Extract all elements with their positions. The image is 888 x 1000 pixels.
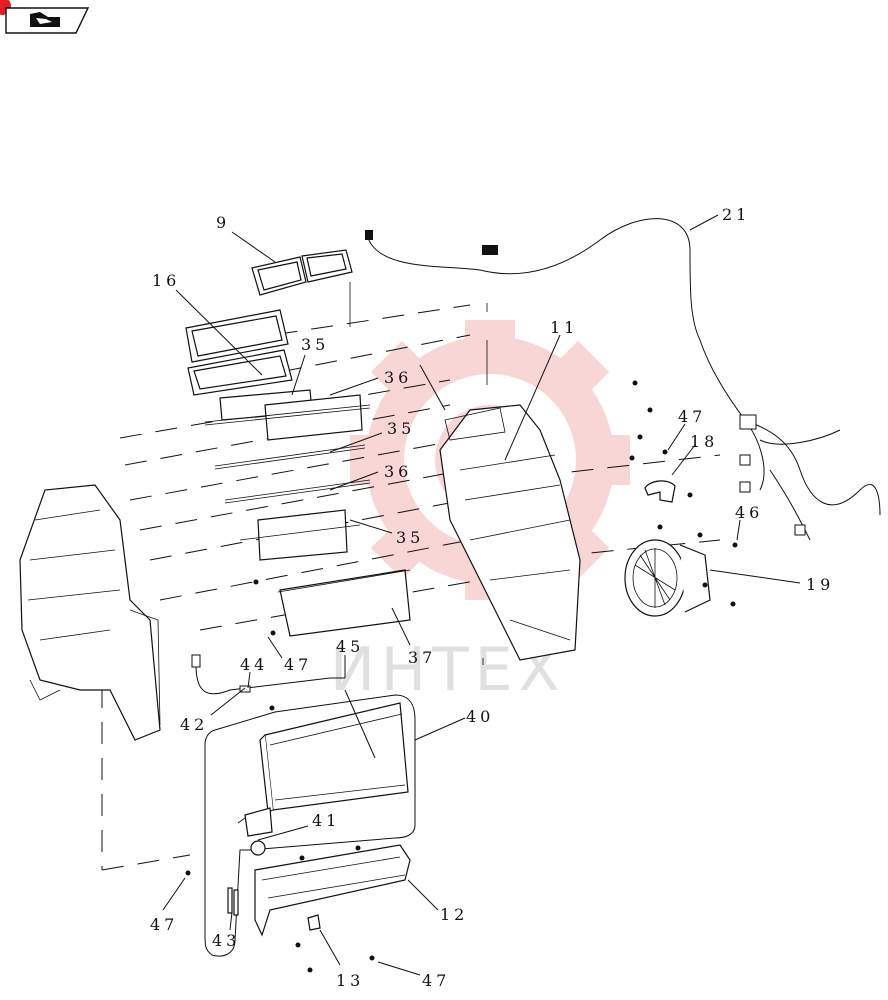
pins-part-43[interactable]	[227, 887, 239, 916]
callout-12: 12	[440, 905, 468, 924]
door-flaps-stack[interactable]	[204, 389, 411, 637]
callout-47: 47	[678, 407, 706, 426]
callout-47: 47	[284, 655, 312, 674]
harness-connector	[482, 245, 498, 255]
callout-45: 45	[336, 637, 364, 656]
callout-46: 46	[735, 503, 763, 522]
vent-frame-part-9[interactable]	[251, 249, 353, 296]
callout-13: 13	[336, 971, 364, 990]
callout-21: 21	[722, 205, 750, 224]
callout-35: 35	[396, 528, 424, 547]
callout-19: 19	[806, 575, 834, 594]
harness-connector	[794, 524, 806, 536]
callout-11: 11	[550, 318, 578, 337]
callout-37: 37	[408, 648, 436, 667]
callout-47: 47	[150, 915, 178, 934]
callout-44: 44	[240, 655, 268, 674]
callout-40: 40	[466, 707, 494, 726]
harness-connector	[739, 414, 757, 430]
nav-badge[interactable]	[0, 0, 92, 36]
hvac-housing-left[interactable]	[19, 484, 161, 741]
page-flip-icon	[30, 12, 60, 27]
temperature-sensor-part-42[interactable]	[191, 654, 345, 695]
callout-42: 42	[180, 715, 208, 734]
drain-pan-part-12[interactable]	[254, 844, 411, 937]
callout-36: 36	[384, 368, 412, 387]
clip-part-13[interactable]	[307, 914, 321, 931]
callout-labels: 9 16 35 36 35 36 35 37 47 11 21 47 18 46…	[150, 205, 834, 990]
callout-43: 43	[212, 931, 240, 950]
callout-16: 16	[152, 271, 180, 290]
fastener-screws	[185, 380, 738, 973]
harness-connector	[739, 481, 751, 493]
callout-35: 35	[387, 419, 415, 438]
callout-36: 36	[384, 462, 412, 481]
wiring-harness-part-21[interactable]	[365, 218, 881, 541]
vent-frame-part-16[interactable]	[185, 309, 293, 396]
callout-47: 47	[422, 971, 450, 990]
callout-35: 35	[301, 335, 329, 354]
blower-housing-part-11[interactable]	[439, 404, 581, 661]
harness-connector	[365, 230, 373, 240]
drain-hose-part-18[interactable]	[644, 480, 676, 503]
callout-18: 18	[690, 432, 718, 451]
blower-motor-part-19[interactable]	[624, 539, 711, 617]
callout-leader-lines	[162, 214, 801, 976]
evaporator-part-40[interactable]	[204, 694, 416, 957]
callout-9: 9	[216, 213, 230, 232]
callout-41: 41	[312, 811, 340, 830]
harness-connector	[739, 454, 751, 466]
expansion-valve-part-41[interactable]	[237, 807, 273, 856]
